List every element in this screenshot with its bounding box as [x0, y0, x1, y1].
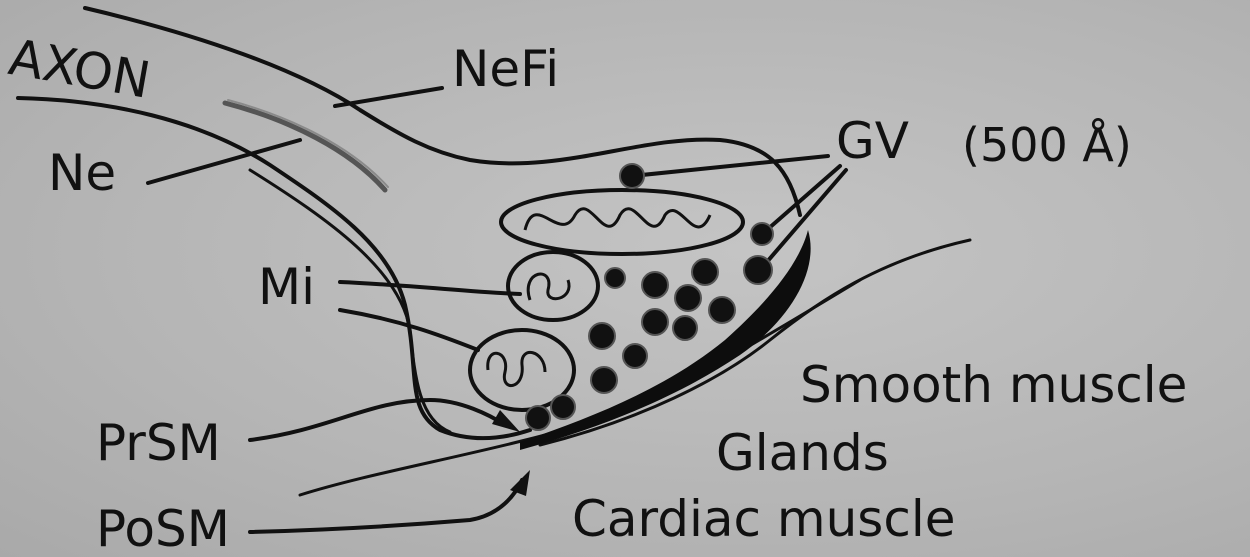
glands-label: Glands	[716, 428, 889, 478]
posm-leader	[250, 480, 522, 532]
mitochondrion-medium-cristae	[528, 274, 569, 300]
cardiac-muscle-label: Cardiac muscle	[572, 494, 955, 544]
vesicle	[589, 323, 615, 349]
vesicle	[605, 268, 625, 288]
posm-label: PoSM	[96, 504, 230, 554]
smooth-muscle-label: Smooth muscle	[800, 360, 1187, 410]
vesicle	[673, 316, 697, 340]
gv-leader-1	[632, 156, 828, 176]
vesicle	[591, 367, 617, 393]
vesicle	[692, 259, 718, 285]
mi-leader-1	[340, 282, 520, 294]
gv-label: GV	[836, 116, 909, 166]
vesicle	[551, 395, 575, 419]
axon-outline-upper	[85, 8, 800, 215]
vesicle	[623, 344, 647, 368]
mitochondrion-small-cristae	[488, 352, 545, 385]
mitochondrion-large-cristae	[525, 209, 710, 230]
nefi-label: NeFi	[452, 44, 559, 94]
nefi-leader	[335, 88, 442, 106]
ne-leader	[148, 140, 300, 183]
prsm-leader	[250, 400, 505, 440]
gv-size-label: (500 Å)	[962, 122, 1132, 168]
vesicle	[642, 272, 668, 298]
vesicle	[751, 223, 773, 245]
vesicle	[675, 285, 701, 311]
neurofilament	[225, 103, 385, 190]
mi-label: Mi	[258, 262, 315, 312]
vesicle	[744, 256, 772, 284]
vesicle	[709, 297, 735, 323]
vesicle	[620, 164, 644, 188]
vesicle	[642, 309, 668, 335]
mitochondrion-medium	[508, 252, 598, 320]
prsm-arrowhead	[492, 410, 520, 432]
vesicle	[526, 406, 550, 430]
prsm-label: PrSM	[96, 418, 221, 468]
ne-label: Ne	[48, 148, 116, 198]
